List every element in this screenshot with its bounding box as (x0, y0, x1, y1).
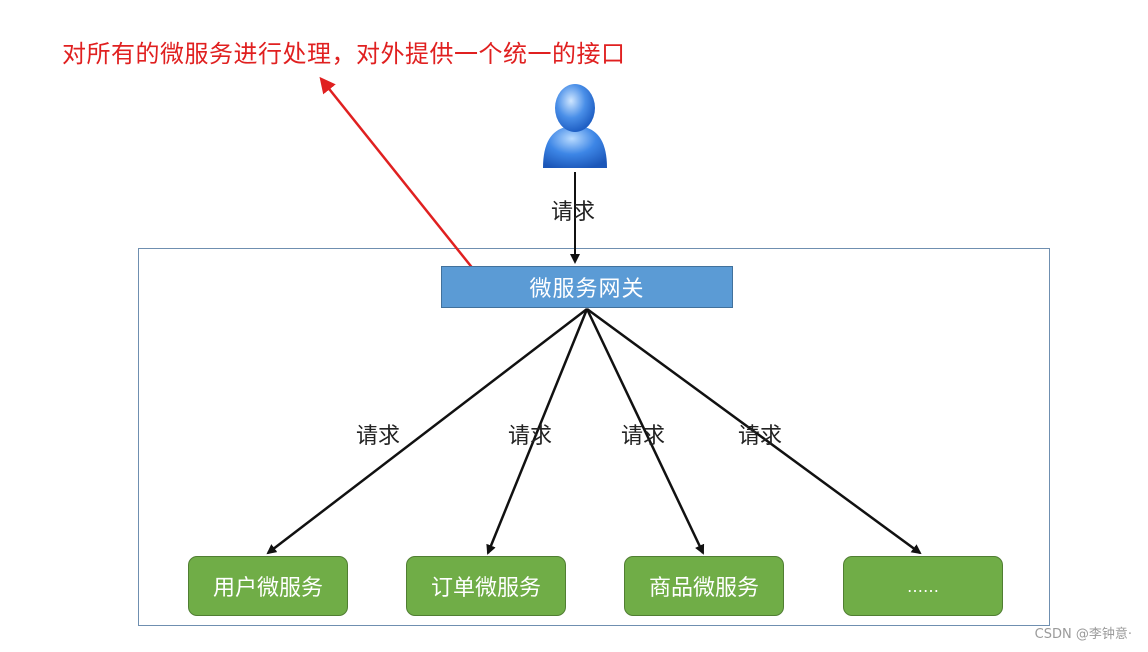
request-label-top: 请求 (551, 200, 596, 225)
service-more-label: …… (907, 576, 939, 596)
gateway-to-product-service-arrow (585, 308, 705, 555)
csdn-watermark: CSDN @李钟意· (1034, 627, 1132, 642)
gateway-label: 微服务网关 (529, 277, 645, 302)
service-order-label: 订单微服务 (430, 576, 541, 601)
service-order: 订单微服务 (406, 556, 566, 616)
service-product-label: 商品微服务 (648, 576, 759, 601)
user-icon (543, 84, 607, 168)
service-product: 商品微服务 (624, 556, 784, 616)
service-user: 用户微服务 (188, 556, 348, 616)
service-more: …… (843, 556, 1003, 616)
gateway-to-more-service-arrow (586, 307, 922, 555)
system-boundary (138, 248, 1050, 626)
gateway-to-order-service-arrow (486, 308, 589, 555)
annotation-text: 对所有的微服务进行处理，对外提供一个统一的接口 (62, 40, 626, 68)
service-user-label: 用户微服务 (212, 576, 323, 601)
request-label-order: 请求 (508, 424, 553, 449)
annotation-arrow (319, 76, 475, 271)
request-label-more: 请求 (738, 424, 783, 449)
request-label-product: 请求 (621, 424, 666, 449)
request-label-user: 请求 (356, 424, 401, 449)
gateway-to-user-service-arrow (266, 308, 588, 555)
gateway-box: 微服务网关 (441, 266, 733, 308)
